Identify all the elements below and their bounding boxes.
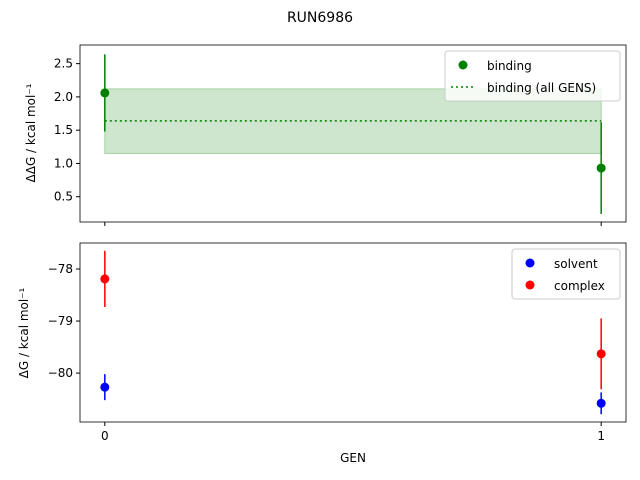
y-tick-label: 1.0	[54, 156, 73, 170]
complex-point	[596, 349, 606, 359]
legend-label: binding	[487, 59, 532, 73]
bottom-y-axis-label: ΔG / kcal mol⁻¹	[17, 287, 31, 378]
bottom-axes: −78 −79 −80 0 1 solvent complex	[48, 242, 627, 443]
top-y-axis-label: ΔΔG / kcal mol⁻¹	[24, 83, 38, 182]
x-axis-label: GEN	[340, 451, 366, 465]
solvent-point	[100, 382, 110, 392]
x-tick-label: 1	[597, 429, 605, 443]
y-tick-label: −80	[48, 366, 73, 380]
y-tick-label: 2.5	[54, 57, 73, 71]
legend: binding binding (all GENS)	[444, 50, 621, 102]
axes-frame	[79, 44, 627, 223]
legend-box	[511, 248, 621, 300]
legend-label: solvent	[554, 257, 598, 271]
complex-point	[100, 274, 110, 284]
legend-box	[444, 50, 621, 102]
top-axes: 0.5 1.0 1.5 2.0 2.5 binding binding (all GENS)	[54, 44, 627, 226]
chart-title: RUN6986	[287, 10, 353, 26]
legend-marker	[525, 258, 535, 268]
x-tick-label: 0	[101, 429, 109, 443]
legend-marker	[458, 60, 468, 70]
axes-frame	[79, 242, 627, 423]
solvent-point	[596, 398, 606, 408]
y-tick-label: −79	[48, 314, 73, 328]
y-tick-label: −78	[48, 262, 73, 276]
y-tick-label: 2.0	[54, 90, 73, 104]
binding-point	[100, 88, 110, 98]
legend: solvent complex	[511, 248, 621, 300]
legend-label: complex	[554, 279, 605, 293]
legend-label: binding (all GENS)	[487, 81, 596, 95]
y-tick-label: 1.5	[54, 123, 73, 137]
y-tick-label: 0.5	[54, 190, 73, 204]
binding-point	[596, 163, 606, 173]
legend-marker	[525, 280, 535, 290]
